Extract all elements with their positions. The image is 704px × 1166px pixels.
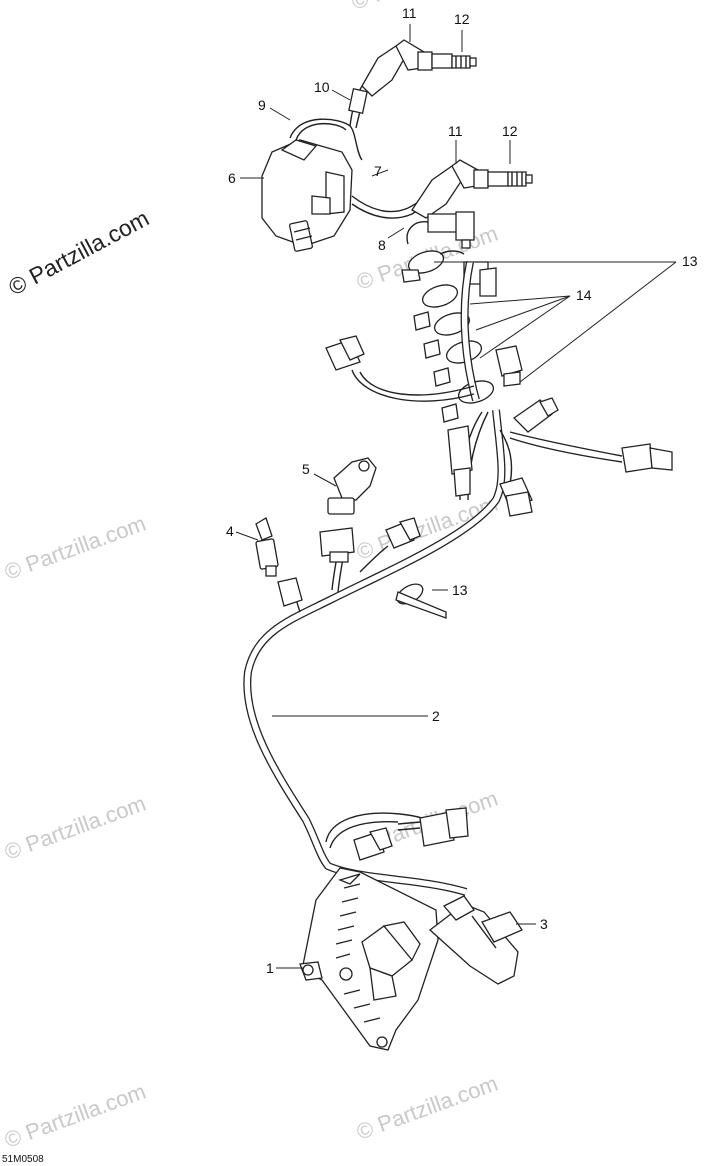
watermark: © Partzilla.com: [1, 1079, 149, 1153]
callout-12-lower: 12: [502, 123, 518, 139]
main-wiring-harness: [243, 409, 533, 896]
ecu-module: [299, 867, 439, 1051]
callout-5: 5: [302, 461, 310, 477]
callout-8: 8: [378, 237, 386, 253]
watermark: © Partzilla.com: [348, 0, 496, 15]
callout-3: 3: [540, 916, 548, 932]
ignition-coil: [261, 139, 353, 252]
callout-1: 1: [266, 960, 274, 976]
watermark: © Partzilla.com: [353, 1071, 501, 1145]
callout-10: 10: [314, 79, 330, 95]
watermark: © Partzilla.com: [1, 791, 149, 865]
drawing-code: 51M0508: [2, 1154, 44, 1165]
ecu-connector-3: [428, 895, 523, 985]
spark-plug-lower: [411, 159, 533, 219]
callout-11-upper: 11: [402, 5, 417, 21]
watermark-group: © Partzilla.com © Partzilla.com © Partzi…: [1, 0, 501, 1153]
callout-14: 14: [576, 287, 592, 303]
callout-12-upper: 12: [454, 11, 470, 27]
callout-7: 7: [374, 163, 382, 179]
tie-wraps-cluster: [401, 250, 523, 423]
tie-wrap-loose: [395, 583, 447, 619]
callout-4: 4: [226, 523, 234, 539]
watermark: © Partzilla.com: [1, 511, 149, 585]
callout-2: 2: [432, 708, 440, 724]
sensor-4: [255, 517, 303, 607]
watermark-main: © Partzilla.com: [4, 205, 153, 301]
sensor-5: [319, 457, 377, 563]
callout-9: 9: [258, 97, 266, 113]
branch-connector-left: [325, 335, 475, 402]
callouts: 1 2 3 4 5 6 7 8 9 10 11 12 11 12 13 14 1…: [226, 5, 698, 976]
spark-plug-upper: [361, 39, 477, 97]
leader-lines: [235, 24, 677, 969]
sensor-connector-8: [406, 211, 475, 249]
callout-11-lower: 11: [448, 123, 463, 139]
callout-6: 6: [228, 170, 236, 186]
callout-13-tie-wrap: 13: [452, 582, 468, 598]
branch-connector-right: [509, 397, 673, 473]
callout-13: 13: [682, 253, 698, 269]
